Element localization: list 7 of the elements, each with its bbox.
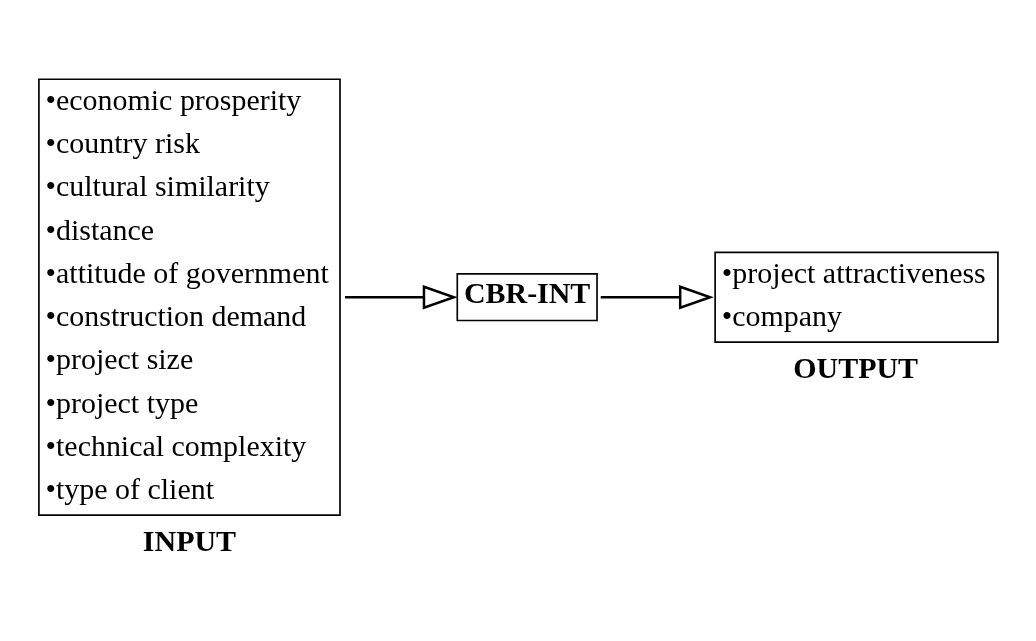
node-label: INPUT <box>142 523 237 557</box>
node-box: •project attractiveness •company <box>714 251 999 343</box>
arrow <box>600 284 714 310</box>
node-label: OUTPUT <box>793 350 919 384</box>
node-box: •economic prosperity •country risk •cultural similarity •distance •attitude of government •construction demand •project size •project type •technical complexity •type of client <box>38 78 341 516</box>
node-box: CBR-INT <box>456 273 598 322</box>
arrow <box>345 284 458 310</box>
